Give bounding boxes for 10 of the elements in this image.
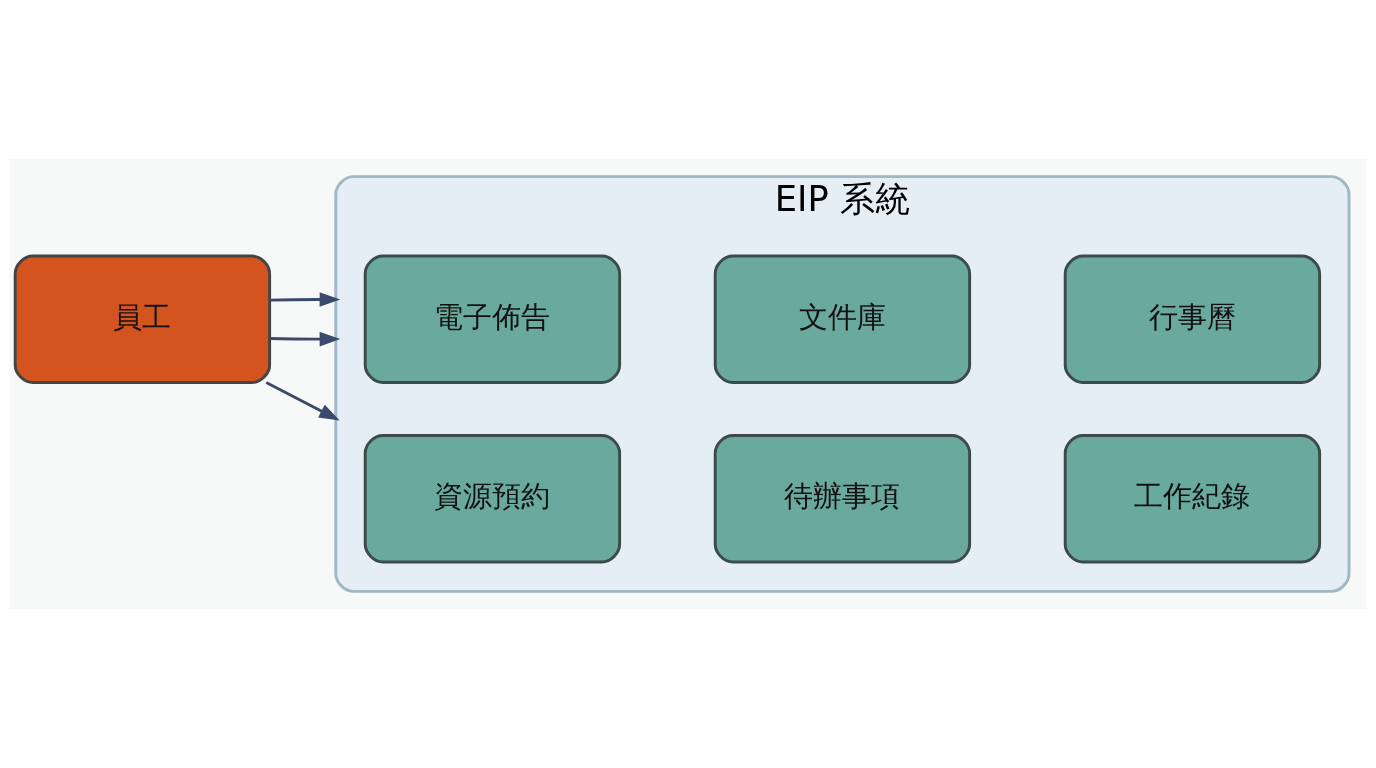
node-box: 資源預約 <box>363 434 622 564</box>
arrow <box>269 292 341 307</box>
node-box: 行事曆 <box>1063 254 1322 384</box>
node-box: 員工 <box>13 254 272 384</box>
node-box: 工作紀錄 <box>1063 434 1322 564</box>
arrow <box>269 331 341 347</box>
node-box: 文件庫 <box>713 254 972 384</box>
node-box: 待辦事項 <box>713 434 972 564</box>
node-box: 電子佈告 <box>363 254 622 384</box>
arrow <box>265 381 340 421</box>
